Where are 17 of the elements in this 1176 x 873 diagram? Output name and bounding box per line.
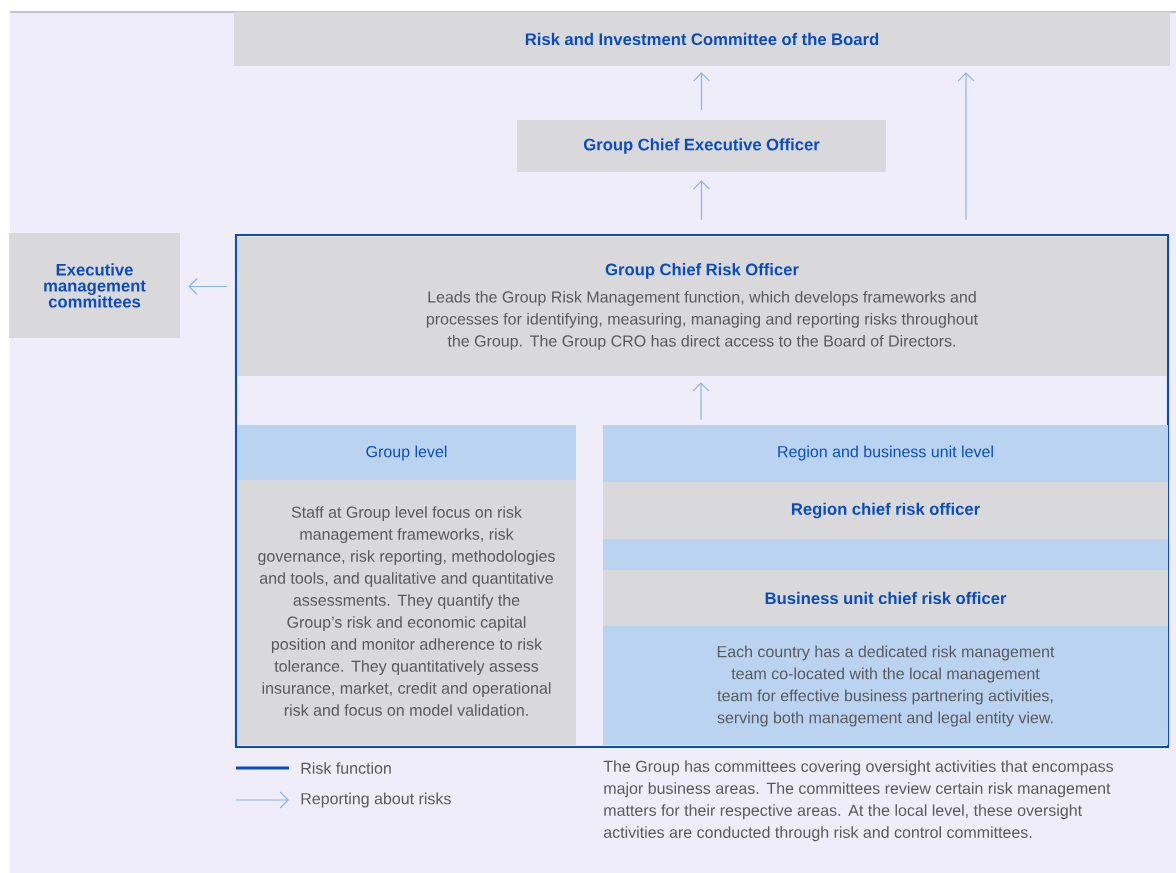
role-box: Risk and Investment Committee of the Board (234, 12, 1170, 66)
risk-function-frame (234, 233, 1170, 749)
arrow (692, 72, 711, 111)
role-box: Group Chief Risk Officer Leads the Group Risk Management function, which develops frameworks and processes for identifying, measuring, managing and reporting risks throughout the Group. The Group CRO has direct access to the Board of Directors. (237, 237, 1167, 376)
role-box: Business unit chief risk officer (603, 570, 1168, 626)
note-text: The Group has committees covering oversight activities that encompass major business areas. The committees review certain risk management matters for their respective areas. At the local level, these oversight activities are conducted through risk and control committees. (603, 760, 1114, 842)
arrow (957, 72, 975, 221)
arrow (692, 180, 711, 221)
arrow (692, 382, 710, 421)
legend-text: Risk function (301, 762, 391, 774)
role-box: Executive management committees (9, 233, 180, 338)
role-box: Group Chief Executive Officer (517, 120, 886, 172)
arrow (188, 277, 228, 296)
legend-text: Reporting about risks (301, 792, 451, 808)
role-box: Region chief risk officer (603, 482, 1168, 539)
level-panel: Group level Staff at Group level focus on risk management frameworks, risk governance, risk reporting, methodologies and tools, and qualitative and quantitative assessments. They quantify the Group’s risk and economic capital position and monitor adherence to risk tolerance. They quantitatively assess insurance, market, credit and operational risk and focus on model validation. (237, 425, 576, 745)
node-label: Group level (366, 445, 447, 461)
